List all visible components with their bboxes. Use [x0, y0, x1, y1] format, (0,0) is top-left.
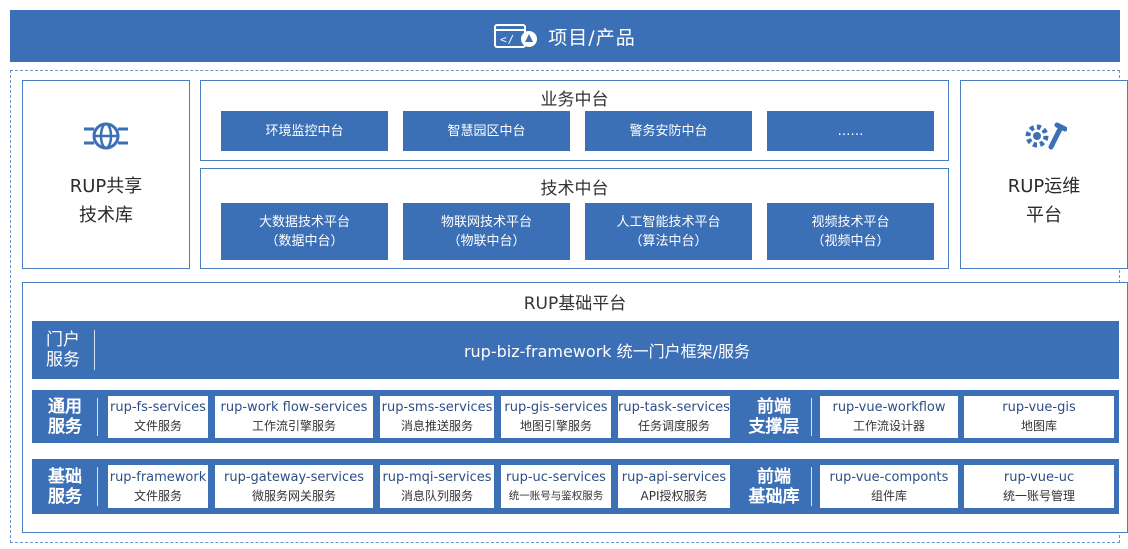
left-box-line2: 技术库: [79, 205, 133, 226]
svg-text:</: </: [500, 33, 515, 46]
mqi-services-desc: 消息队列服务: [400, 488, 473, 503]
general-label-line2: 服务: [48, 416, 82, 437]
ops-platform-box: RUP运维 平台: [960, 80, 1128, 269]
vue-workflow-name: rup-vue-workflow: [832, 400, 946, 415]
video-platform-sub: （视频中台）: [811, 233, 890, 249]
fs-services-cell: rup-fs-services 文件服务: [108, 396, 208, 438]
fs-services-desc: 文件服务: [133, 419, 182, 433]
vue-workflow-cell: rup-vue-workflow 工作流设计器: [820, 396, 958, 438]
iot-platform: 物联网技术平台 （物联中台）: [403, 203, 570, 260]
frontend-support-line1: 前端: [757, 396, 791, 417]
framework-cell: rup-framework 文件服务: [108, 465, 208, 508]
portal-service-label: 门户 服务: [32, 321, 94, 379]
gears-wrench-icon: [1021, 119, 1068, 162]
frontend-support-divider: [811, 398, 812, 436]
workflow-services-desc: 工作流引擎服务: [251, 419, 336, 433]
ai-platform: 人工智能技术平台 （算法中台）: [585, 203, 752, 260]
api-services-name: rup-api-services: [621, 469, 727, 485]
sms-services-desc: 消息推送服务: [400, 419, 473, 433]
sms-services-name: rup-sms-services: [381, 400, 493, 415]
vue-uc-cell: rup-vue-uc 统一账号管理: [964, 465, 1114, 508]
gateway-services-desc: 微服务网关服务: [251, 488, 336, 503]
portal-divider: [94, 330, 95, 370]
frontend-support-line2: 支撑层: [748, 416, 800, 437]
api-services-desc: API授权服务: [640, 488, 708, 503]
video-platform-name: 视频技术平台: [811, 214, 890, 230]
vue-uc-name: rup-vue-uc: [1003, 469, 1075, 485]
bigdata-platform-sub: （数据中台）: [265, 233, 344, 249]
api-services-cell: rup-api-services API授权服务: [618, 465, 730, 508]
police-security-platform: 警务安防中台: [585, 111, 752, 151]
workflow-services-name: rup-work flow-services: [220, 400, 368, 415]
vue-componts-desc: 组件库: [870, 488, 907, 503]
gis-services-cell: rup-gis-services 地图引擎服务: [501, 396, 611, 438]
video-platform: 视频技术平台 （视频中台）: [767, 203, 934, 260]
portal-service-row: [32, 321, 1119, 379]
general-divider: [97, 398, 98, 436]
task-services-desc: 任务调度服务: [637, 419, 710, 433]
bigdata-platform-name: 大数据技术平台: [258, 214, 350, 230]
more-platforms: ……: [767, 111, 934, 151]
vue-componts-cell: rup-vue-componts 组件库: [820, 465, 958, 508]
basic-label-line1: 基础: [48, 466, 82, 487]
iot-platform-name: 物联网技术平台: [440, 214, 532, 230]
frontend-support-label: 前端 支撑层: [737, 390, 811, 443]
code-window-icon: </: [494, 24, 538, 48]
portal-label-line1: 门户: [46, 330, 80, 350]
base-platform-title: RUP基础平台: [523, 293, 627, 314]
frontend-base-divider: [811, 467, 812, 506]
uc-services-name: rup-uc-services: [506, 469, 606, 485]
basic-divider: [97, 467, 98, 506]
frontend-base-line2: 基础库: [748, 486, 800, 507]
bigdata-platform: 大数据技术平台 （数据中台）: [221, 203, 388, 260]
smart-park-platform: 智慧园区中台: [403, 111, 570, 151]
tech-platform-title: 技术中台: [540, 178, 609, 199]
general-service-label: 通用 服务: [32, 390, 98, 443]
vue-componts-name: rup-vue-componts: [829, 469, 949, 485]
gateway-services-name: rup-gateway-services: [224, 469, 364, 485]
task-services-cell: rup-task-services 任务调度服务: [618, 396, 730, 438]
vue-gis-name: rup-vue-gis: [1002, 400, 1076, 415]
vue-uc-desc: 统一账号管理: [1002, 488, 1075, 503]
basic-service-label: 基础 服务: [32, 459, 98, 514]
right-box-line2: 平台: [1026, 205, 1062, 226]
iot-platform-sub: （物联中台）: [447, 233, 526, 249]
project-product-header: </ 项目/产品: [10, 10, 1120, 62]
vue-gis-cell: rup-vue-gis 地图库: [964, 396, 1114, 438]
header-title: 项目/产品: [548, 26, 636, 49]
frontend-base-line1: 前端: [757, 466, 791, 487]
left-box-line1: RUP共享: [69, 176, 143, 197]
vue-gis-desc: 地图库: [1020, 419, 1057, 433]
uc-services-desc: 统一账号与鉴权服务: [508, 489, 604, 502]
gateway-services-cell: rup-gateway-services 微服务网关服务: [215, 465, 373, 508]
portal-label-line2: 服务: [46, 350, 80, 370]
ai-platform-sub: （算法中台）: [629, 233, 708, 249]
framework-desc: 文件服务: [133, 488, 182, 503]
general-label-line1: 通用: [48, 396, 82, 417]
business-platform-title: 业务中台: [540, 89, 609, 110]
mqi-services-cell: rup-mqi-services 消息队列服务: [380, 465, 494, 508]
shared-tech-library-box: RUP共享 技术库: [22, 80, 190, 269]
uc-services-cell: rup-uc-services 统一账号与鉴权服务: [501, 465, 611, 508]
task-services-name: rup-task-services: [618, 400, 730, 415]
portal-framework-text: rup-biz-framework 统一门户框架/服务: [463, 342, 751, 361]
framework-name: rup-framework: [109, 469, 207, 485]
ai-platform-name: 人工智能技术平台: [616, 214, 721, 230]
right-box-line1: RUP运维: [1007, 176, 1081, 197]
sms-services-cell: rup-sms-services 消息推送服务: [380, 396, 494, 438]
gis-services-desc: 地图引擎服务: [519, 419, 592, 433]
vue-workflow-desc: 工作流设计器: [852, 419, 925, 433]
frontend-base-label: 前端 基础库: [737, 459, 811, 514]
gis-services-name: rup-gis-services: [504, 400, 608, 415]
workflow-services-cell: rup-work flow-services 工作流引擎服务: [215, 396, 373, 438]
basic-label-line2: 服务: [48, 486, 82, 507]
mqi-services-name: rup-mqi-services: [382, 469, 492, 485]
globe-network-icon: [82, 119, 130, 162]
env-monitor-platform: 环境监控中台: [221, 111, 388, 151]
fs-services-name: rup-fs-services: [110, 400, 206, 415]
